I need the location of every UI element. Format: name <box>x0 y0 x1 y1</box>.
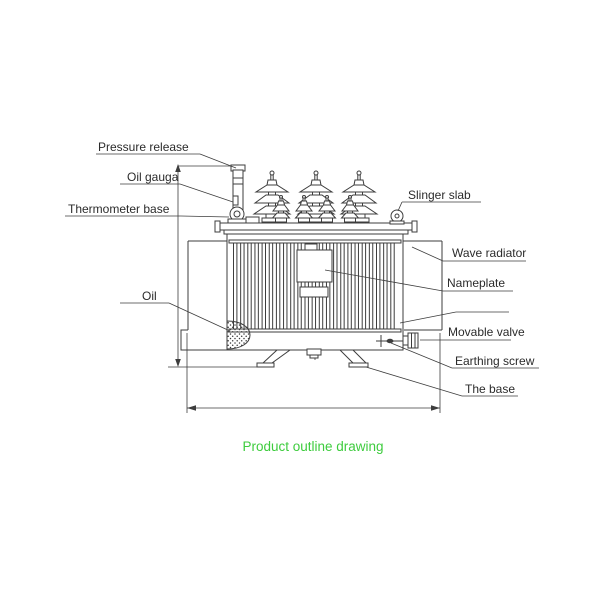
radiator-fin <box>297 242 302 330</box>
leader-earthing-screw <box>390 342 453 369</box>
dimension-arrow-left <box>187 405 196 411</box>
leader-thermometer-base <box>180 215 230 218</box>
movable-valve <box>402 332 419 349</box>
earthing-screw <box>376 335 403 347</box>
base-leg-right <box>338 349 368 364</box>
radiator-fin <box>247 242 252 330</box>
radiator-fin <box>361 242 367 330</box>
leader-oil-gauge <box>179 183 234 203</box>
radiator-fin <box>376 242 381 330</box>
tank-shell <box>180 240 443 351</box>
label-movable-valve: Movable valve <box>448 325 525 339</box>
radiator-fin <box>283 242 288 330</box>
lid-end-cap-left <box>214 220 221 233</box>
label-the-base: The base <box>465 382 515 396</box>
nameplate-lower-bar <box>299 286 329 298</box>
radiator-fin <box>254 242 259 330</box>
gauge-window <box>232 195 239 206</box>
radiator-fin <box>304 242 309 330</box>
radiator-fin <box>383 242 388 330</box>
leader-the-base <box>365 366 463 397</box>
pressure-release-device <box>227 164 247 224</box>
wave-radiator <box>228 239 402 333</box>
lid-fitting-block <box>245 216 260 224</box>
radiator-fin <box>340 242 345 330</box>
label-nameplate: Nameplate <box>447 276 505 290</box>
label-wave-radiator: Wave radiator <box>452 246 526 260</box>
nameplate <box>296 243 333 298</box>
lid-end-cap-right <box>411 220 418 233</box>
oil-region <box>226 320 251 350</box>
hv-bushings <box>253 170 378 223</box>
radiator-fin <box>261 242 267 330</box>
horizontal-dimension <box>186 333 441 413</box>
base-foot-left <box>256 362 275 368</box>
label-slinger-slab: Slinger slab <box>408 188 471 202</box>
radiator-fin <box>368 242 374 330</box>
base-leg-left <box>261 349 292 364</box>
nameplate-plate <box>296 249 333 283</box>
label-pressure-release: Pressure release <box>98 140 189 154</box>
radiator-fin <box>325 242 331 330</box>
left-callouts: Pressure release Oil gauga Thermometer b… <box>65 140 237 332</box>
leader-slinger-slab <box>397 201 403 212</box>
valve-body <box>407 332 419 349</box>
slinger-base <box>389 220 405 225</box>
radiator-fin <box>240 242 245 330</box>
radiator-fins <box>233 242 395 330</box>
radiator-fin <box>311 242 317 330</box>
the-base <box>256 348 369 368</box>
slinger-slab <box>389 209 405 225</box>
radiator-fin <box>233 242 238 330</box>
leader-nameplate <box>324 269 444 292</box>
leader-oil <box>168 302 231 332</box>
leader-wave-radiator <box>411 246 444 262</box>
lid-under-bar <box>223 229 409 235</box>
base-foot-right <box>348 362 369 368</box>
radiator-fin <box>318 242 324 330</box>
radiator-fin <box>354 242 359 330</box>
radiator-fin <box>347 242 352 330</box>
vertical-dimension <box>168 164 266 368</box>
nameplate-bracket <box>304 243 318 251</box>
dimension-arrow-right <box>431 405 440 411</box>
lid-bar <box>217 222 415 231</box>
dimension-arrow-down <box>175 359 181 367</box>
label-thermometer-base: Thermometer base <box>68 202 170 216</box>
radiator-fin <box>390 242 395 330</box>
bottom-fitting <box>306 348 322 356</box>
label-earthing-screw: Earthing screw <box>455 354 535 368</box>
thermometer-base-flange <box>227 218 247 224</box>
tank-lid <box>214 216 418 235</box>
shell-bottom-band-left <box>180 329 227 351</box>
leader-unlabeled <box>399 311 457 324</box>
drawing-caption: Product outline drawing <box>242 439 383 454</box>
earthing-bolt <box>386 338 394 344</box>
oil-gauge-tube <box>232 169 244 213</box>
bottom-fitting-tip <box>309 354 319 359</box>
radiator-fin <box>290 242 295 330</box>
label-oil: Oil <box>142 289 157 303</box>
slinger-pin <box>394 213 400 219</box>
label-oil-gauge: Oil gauga <box>127 170 179 184</box>
valve-stem <box>402 335 409 346</box>
radiator-fin <box>333 242 338 330</box>
leader-pressure-release <box>199 153 237 169</box>
radiator-fin <box>275 242 281 330</box>
dimension-arrow-up <box>175 164 181 172</box>
radiator-fin <box>268 242 274 330</box>
thermometer-base-center <box>233 210 241 218</box>
right-callouts: Slinger slab Wave radiator Nameplate Mov… <box>324 188 539 397</box>
